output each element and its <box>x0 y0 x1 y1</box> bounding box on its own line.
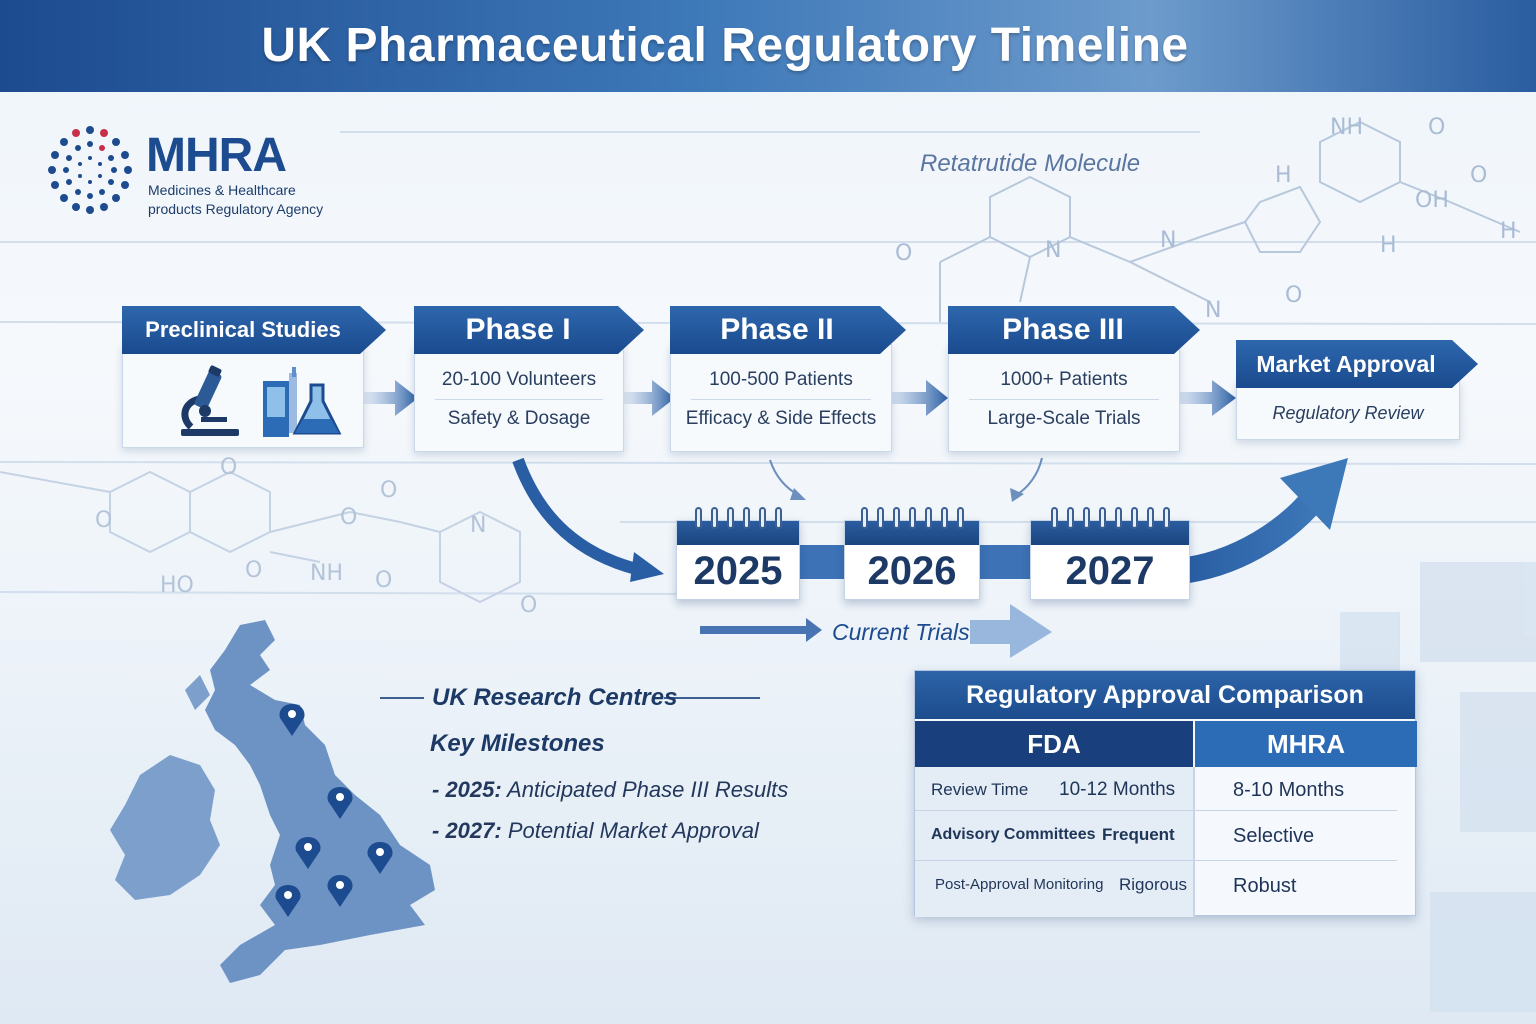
year-label: 2025 <box>693 549 783 593</box>
svg-text:O: O <box>380 478 397 503</box>
stage-phase-3[interactable]: Phase III <box>948 306 1200 354</box>
lab-flask-icon <box>263 367 342 437</box>
stage-market-approval[interactable]: Market Approval <box>1236 340 1478 388</box>
svg-text:O: O <box>245 558 262 583</box>
row-fda-value: Frequent <box>1102 825 1175 844</box>
ireland-shape <box>110 755 220 900</box>
logo-subtitle-line2: products Regulatory Agency <box>148 201 324 217</box>
svg-text:O: O <box>895 241 912 266</box>
phase-1-line-2: Safety & Dosage <box>447 408 591 429</box>
svg-text:O: O <box>1428 115 1445 140</box>
molecule-label: Retatrutide Molecule <box>920 150 1141 177</box>
table-row: Post-Approval Monitoring Rigorous Robust <box>915 864 1415 912</box>
comparison-title: Regulatory Approval Comparison <box>915 671 1415 719</box>
row-fda-value: Rigorous <box>1119 875 1188 894</box>
row-metric: Advisory Committees <box>931 826 1096 843</box>
svg-text:HO: HO <box>160 573 194 598</box>
table-row: Advisory Committees Frequent Selective <box>915 814 1415 862</box>
logo-name: MHRA <box>146 129 287 182</box>
svg-text:O: O <box>1285 283 1302 308</box>
mhra-logo-mark <box>48 126 132 214</box>
phase-3-box: 1000+ Patients Large-Scale Trials <box>948 344 1180 452</box>
logo-subtitle-line1: Medicines & Healthcare <box>148 182 296 198</box>
row-metric: Post-Approval Monitoring <box>935 876 1104 893</box>
uk-map <box>110 620 435 983</box>
svg-text:N: N <box>1045 238 1061 263</box>
svg-text:H: H <box>1380 233 1397 258</box>
key-milestones-title: Key Milestones <box>430 730 605 757</box>
year-card-2026[interactable]: 2026 <box>844 507 980 600</box>
great-britain-shape <box>205 620 435 983</box>
page-title: UK Pharmaceutical Regulatory Timeline <box>261 19 1189 72</box>
market-approval-line-1: Regulatory Review <box>1272 403 1424 423</box>
molecule-sketch-left <box>0 470 521 604</box>
current-trials-label: Current Trials <box>832 619 970 645</box>
phase-3-line-2: Large-Scale Trials <box>987 408 1141 429</box>
svg-text:N: N <box>470 513 486 538</box>
svg-text:N: N <box>1160 228 1176 253</box>
map-pin-icon <box>295 837 321 869</box>
milestone-year: - 2025: <box>432 777 502 802</box>
svg-text:O: O <box>340 505 357 530</box>
stage-preclinical[interactable]: Preclinical Studies <box>122 306 386 354</box>
milestone-text: Potential Market Approval <box>507 818 759 843</box>
stage-phase-2[interactable]: Phase II <box>670 306 906 354</box>
row-mhra-value: Selective <box>1233 825 1315 847</box>
map-pin-icon <box>367 842 393 874</box>
phase-2-line-1: 100-500 Patients <box>709 369 853 390</box>
preclinical-box <box>122 344 364 448</box>
table-row: Review Time 10-12 Months 8-10 Months <box>915 768 1415 816</box>
comparison-table: Regulatory Approval Comparison FDA MHRA … <box>914 670 1417 917</box>
market-approval-box: Regulatory Review <box>1236 380 1460 440</box>
molecule-sketch-right <box>939 120 1521 322</box>
svg-text:O: O <box>220 455 237 480</box>
stage-connector-arrows <box>360 380 1236 416</box>
map-pins <box>275 704 393 917</box>
svg-text:NH: NH <box>1330 115 1363 140</box>
map-pin-icon <box>327 787 353 819</box>
phase-2-box: 100-500 Patients Efficacy & Side Effects <box>670 344 892 452</box>
row-metric: Review Time <box>931 780 1029 799</box>
svg-text:NH: NH <box>310 561 343 586</box>
svg-text:N: N <box>1205 298 1221 323</box>
year-card-2027[interactable]: 2027 <box>1030 507 1190 600</box>
svg-text:H: H <box>1500 219 1517 244</box>
row-mhra-value: Robust <box>1233 875 1297 897</box>
header-banner: UK Pharmaceutical Regulatory Timeline <box>0 0 1536 92</box>
year-label: 2026 <box>867 549 957 593</box>
map-pin-icon <box>327 875 353 907</box>
milestone-year: - 2027: <box>432 818 502 843</box>
column-header-fda: FDA <box>915 721 1193 767</box>
phase-3-line-1: 1000+ Patients <box>1000 369 1128 390</box>
svg-text:O: O <box>95 508 112 533</box>
milestone-text: Anticipated Phase III Results <box>507 777 789 802</box>
milestone-2027: - 2027: Potential Market Approval <box>432 818 759 844</box>
research-centres-title: UK Research Centres <box>432 684 678 711</box>
column-header-mhra: MHRA <box>1195 721 1417 767</box>
phase-2-line-2: Efficacy & Side Effects <box>685 408 877 429</box>
map-pin-icon <box>275 885 301 917</box>
stage-phase-1[interactable]: Phase I <box>414 306 644 354</box>
microscope-icon <box>181 365 239 436</box>
milestone-2025: - 2025: Anticipated Phase III Results <box>432 777 788 803</box>
svg-text:O: O <box>1470 163 1487 188</box>
phase-1-line-1: 20-100 Volunteers <box>441 369 597 390</box>
row-mhra-value: 8-10 Months <box>1233 779 1345 801</box>
svg-text:O: O <box>520 593 537 618</box>
svg-text:H: H <box>1275 163 1292 188</box>
map-pin-icon <box>279 704 305 736</box>
phase-1-box: 20-100 Volunteers Safety & Dosage <box>414 344 624 452</box>
year-label: 2027 <box>1065 549 1155 593</box>
year-card-2025[interactable]: 2025 <box>676 507 800 600</box>
svg-text:OH: OH <box>1415 188 1449 213</box>
svg-text:O: O <box>375 568 392 593</box>
mhra-logo: MHRA Medicines & Healthcare products Reg… <box>40 120 340 220</box>
row-fda-value: 10-12 Months <box>1059 779 1176 800</box>
